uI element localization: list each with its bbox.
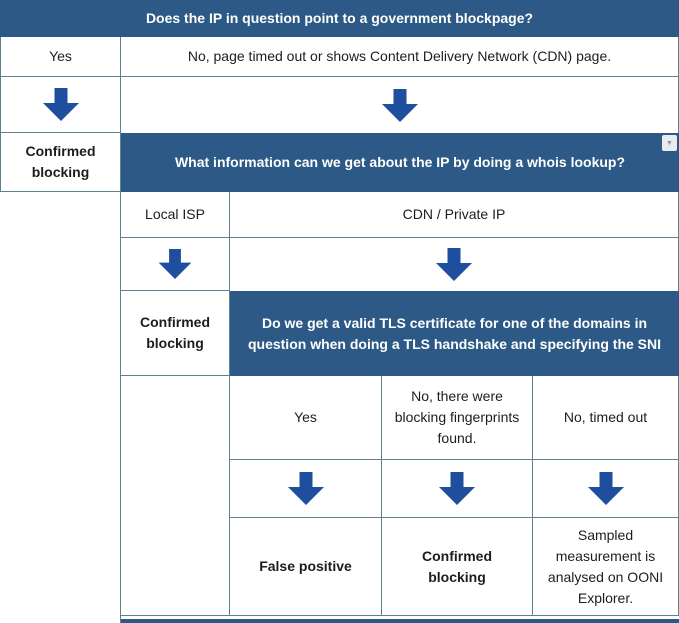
answer-cdn-private-ip-cell: CDN / Private IP: [230, 192, 679, 238]
question-1-header: Does the IP in question point to a gover…: [0, 0, 679, 37]
row-outcomes: False positive Confirmed blocking Sample…: [0, 518, 679, 616]
answer-no-fingerprints-cell: No, there were blocking fingerprints fou…: [382, 376, 533, 460]
next-header-bar-cutoff: [121, 619, 679, 623]
outcome-confirmed-blocking-1: Confirmed blocking: [0, 133, 121, 192]
row-arrows-1: [0, 77, 679, 133]
row-answers-3: Yes No, there were blocking fingerprints…: [0, 376, 679, 460]
arrow-cell: [121, 77, 679, 133]
empty-cell: [0, 291, 121, 376]
empty-cell: [0, 238, 121, 291]
empty-cell: [121, 460, 230, 518]
row-answers-2: Local ISP CDN / Private IP: [0, 192, 679, 238]
question-2-text: What information can we get about the IP…: [174, 154, 626, 170]
row-arrows-2: [0, 238, 679, 291]
row-question-1: Does the IP in question point to a gover…: [0, 0, 679, 37]
answer-tls-yes-cell: Yes: [230, 376, 382, 460]
empty-cell: [0, 192, 121, 238]
down-arrow-icon: [158, 249, 192, 279]
down-arrow-icon: [436, 248, 472, 281]
answer-no-cell: No, page timed out or shows Content Deli…: [121, 37, 679, 77]
empty-cell: [0, 460, 121, 518]
question-3-header: Do we get a valid TLS certificate for on…: [230, 291, 679, 376]
answer-local-isp-cell: Local ISP: [121, 192, 230, 238]
arrow-cell: [121, 238, 230, 291]
empty-cell: [0, 376, 121, 460]
row-next-section: [0, 616, 679, 623]
down-arrow-icon: [287, 472, 324, 505]
outcome-false-positive-cell: False positive: [230, 518, 382, 616]
arrow-cell: [230, 460, 382, 518]
row-answers-1: Yes No, page timed out or shows Content …: [0, 37, 679, 77]
outcome-confirmed-blocking-2: Confirmed blocking: [121, 291, 230, 376]
arrow-cell: [0, 77, 121, 133]
down-arrow-icon: [587, 472, 624, 505]
next-header-container: [121, 616, 679, 623]
down-arrow-icon: [381, 88, 418, 122]
down-arrow-icon: [42, 88, 79, 121]
empty-cell: [121, 518, 230, 616]
row-arrows-3: [0, 460, 679, 518]
row-question-2: Confirmed blocking What information can …: [0, 133, 679, 192]
empty-cell: [0, 616, 121, 623]
outcome-confirmed-blocking-3: Confirmed blocking: [382, 518, 533, 616]
empty-cell: [121, 376, 230, 460]
down-arrow-icon: [439, 472, 475, 505]
arrow-cell: [382, 460, 533, 518]
row-question-3: Confirmed blocking Do we get a valid TLS…: [0, 291, 679, 376]
answer-no-timed-out-cell: No, timed out: [533, 376, 679, 460]
arrow-cell: [230, 238, 679, 291]
collapse-dropdown-icon[interactable]: ▼: [662, 135, 677, 151]
arrow-cell: [533, 460, 679, 518]
outcome-sampled-measurement-cell: Sampled measurement is analysed on OONI …: [533, 518, 679, 616]
empty-cell: [0, 518, 121, 616]
answer-yes-cell: Yes: [0, 37, 121, 77]
question-2-header: What information can we get about the IP…: [121, 133, 679, 192]
